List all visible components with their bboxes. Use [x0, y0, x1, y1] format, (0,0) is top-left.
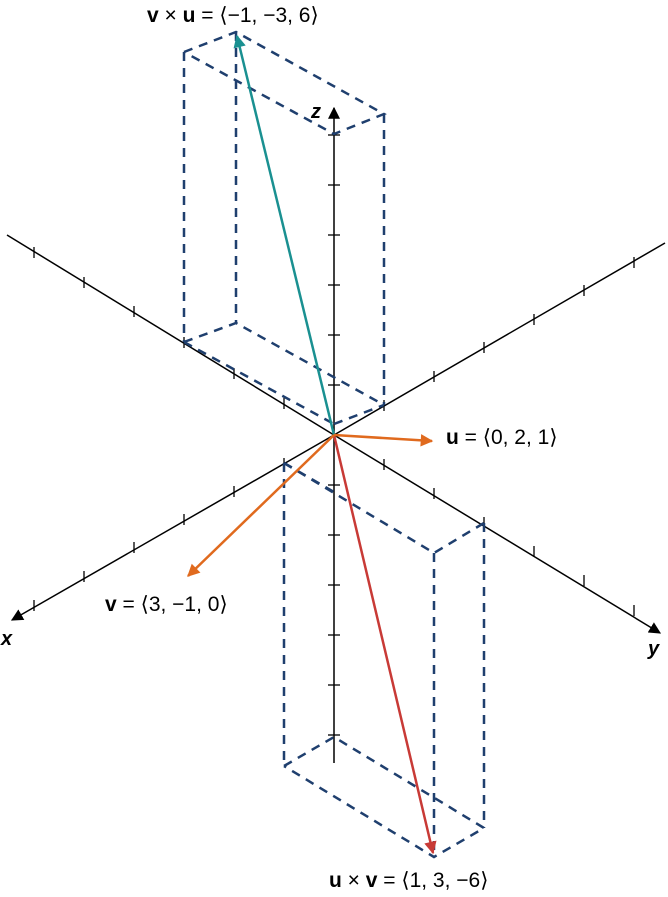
vector-v-cross-u: [233, 34, 336, 436]
label-u-cross-v-op: ×: [341, 869, 366, 892]
label-u-cross-v-value: = ⟨1, 3, −6⟩: [377, 869, 489, 892]
label-u-name: u: [446, 426, 459, 449]
x-axis-back: [6, 234, 335, 436]
label-u-cross-v-v: v: [365, 869, 378, 892]
label-u: u = ⟨0, 2, 1⟩: [446, 425, 558, 450]
label-v-cross-u-u: u: [182, 4, 196, 27]
label-u-cross-v-u: u: [329, 869, 342, 892]
vector-u: [333, 433, 434, 447]
label-v-name: v: [105, 593, 117, 616]
label-u-cross-v: u × v = ⟨1, 3, −6⟩: [329, 868, 488, 893]
label-v-cross-u: v × u = ⟨−1, −3, 6⟩: [147, 3, 319, 28]
y-axis-back: [333, 242, 666, 436]
vector-u-cross-v: [332, 434, 437, 855]
box-v-cross-u: [182, 30, 387, 426]
x-axis-label: x: [1, 628, 13, 650]
label-v: v = ⟨3, −1, 0⟩: [105, 592, 228, 617]
label-v-cross-u-op: ×: [158, 4, 183, 27]
vector-v: [187, 434, 335, 577]
vectors: [187, 34, 437, 855]
z-axis-label: z: [311, 101, 321, 123]
y-axis-front: [333, 434, 662, 634]
label-v-cross-u-v: v: [147, 4, 159, 27]
label-v-value: = ⟨3, −1, 0⟩: [116, 593, 228, 616]
label-v-cross-u-value: = ⟨−1, −3, 6⟩: [195, 4, 319, 27]
y-axis-label: y: [648, 638, 660, 660]
label-u-value: = ⟨0, 2, 1⟩: [458, 426, 558, 449]
x-axis-front: [10, 434, 335, 621]
box-u-cross-v: [282, 461, 487, 859]
